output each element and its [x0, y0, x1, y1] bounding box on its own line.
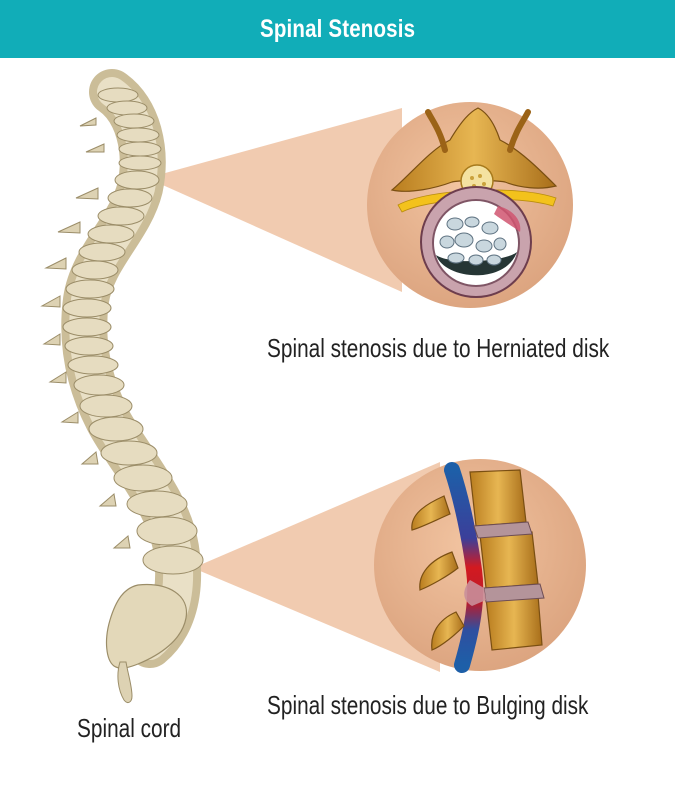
title-bar: Spinal Stenosis [0, 0, 675, 58]
herniated-disk-illustration [367, 102, 573, 308]
bulging-disk-caption: Spinal stenosis due to Bulging disk [267, 690, 589, 720]
spine-column [40, 69, 204, 704]
illustration-canvas [40, 69, 586, 704]
page-title: Spinal Stenosis [259, 14, 416, 43]
spinal-cord-label: Spinal cord [77, 713, 182, 743]
bulging-disk-illustration [374, 459, 586, 673]
callout-beam-bulging [193, 462, 440, 672]
callout-beam-herniated [147, 108, 402, 292]
herniated-disk-caption: Spinal stenosis due to Herniated disk [267, 333, 610, 363]
